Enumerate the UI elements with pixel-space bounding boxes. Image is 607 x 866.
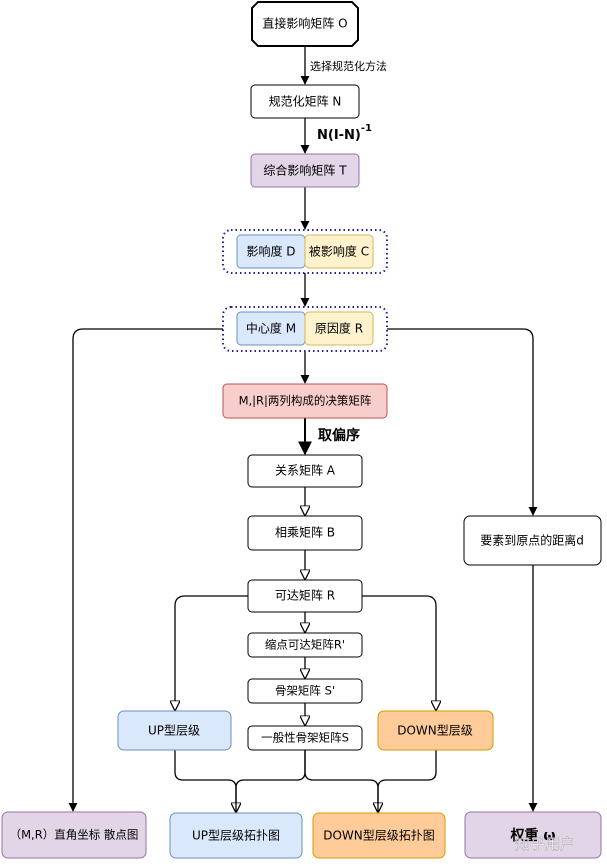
formula-exponent: -1 [361,123,372,134]
up-topology-node: UP型层级拓扑图 [169,812,303,859]
formula-label: N(I-N)-1 [317,123,372,143]
normalized-matrix-node: 规范化矩阵 N [250,84,360,119]
direct-matrix-node: 直接影响矩阵 O [251,1,359,47]
edge-causality-to-distance [387,328,538,516]
direct-matrix-label: 直接影响矩阵 O [262,16,347,31]
decision-matrix-node: M,|R|两列构成的决策矩阵 [222,383,388,419]
relation-matrix-label: 关系矩阵 A [275,464,336,478]
adjacent-matrix-node: 相乘矩阵 B [247,515,363,551]
down-topology-label: DOWN型层级拓扑图 [323,829,435,843]
edge-reachable-to-up [175,595,248,710]
down-level-node: DOWN型层级 [377,710,494,751]
edge-down-to-down-topology [377,750,437,812]
edges [68,46,538,812]
scatter-node: （M,R）直角坐标 散点图 [1,811,147,859]
up-level-label: UP型层级 [148,724,200,738]
up-topology-label: UP型层级拓扑图 [192,829,280,843]
distance-node: 要素到原点的距离d [463,515,602,566]
general-skeleton-node: 一般性骨架矩阵S [247,725,363,751]
dc-group: 影响度 D 被影响度 C [222,229,388,274]
edge-up-to-up-topology [174,750,236,812]
edge-general-to-up-topology [235,750,306,812]
decision-matrix-label: M,|R|两列构成的决策矩阵 [239,394,372,408]
reachable-matrix-label: 可达矩阵 R [275,589,335,603]
influenced-degree-label: 被影响度 C [309,244,369,259]
take-bias-label: 取偏序 [318,427,360,444]
formula-base: N(I-N) [317,128,361,143]
centrality-label: 中心度 M [246,321,296,336]
relation-matrix-node: 关系矩阵 A [247,454,363,488]
scatter-label: （M,R）直角坐标 散点图 [10,828,139,842]
mr-group: 中心度 M 原因度 R [222,306,388,352]
skeleton-matrix-label: 骨架矩阵 S' [275,684,335,698]
total-matrix-node: 综合影响矩阵 T [250,153,360,188]
shrink-matrix-node: 缩点可达矩阵R' [247,632,363,658]
weight-node: 权重 ω [464,811,602,859]
down-topology-node: DOWN型层级拓扑图 [312,812,446,859]
influence-degree-label: 影响度 D [246,244,295,259]
down-level-label: DOWN型层级 [397,724,473,738]
watermark: 知乎用户 [515,835,575,853]
adjacent-matrix-label: 相乘矩阵 B [275,526,335,540]
causality-label: 原因度 R [315,321,363,336]
reachable-matrix-node: 可达矩阵 R [247,579,363,613]
edge-reachable-to-down [362,595,436,710]
normalized-matrix-label: 规范化矩阵 N [269,94,342,109]
total-matrix-label: 综合影响矩阵 T [263,163,347,178]
edge-centrality-to-scatter [68,328,223,812]
general-skeleton-label: 一般性骨架矩阵S [261,731,349,745]
weight-label: 权重 ω [509,827,555,844]
distance-label: 要素到原点的距离d [480,533,584,548]
choose-method-label: 选择规范化方法 [310,59,387,73]
shrink-matrix-label: 缩点可达矩阵R' [265,638,345,652]
skeleton-matrix-node: 骨架矩阵 S' [247,678,363,704]
up-level-node: UP型层级 [117,710,232,751]
edge-general-to-down-topology [304,750,378,812]
